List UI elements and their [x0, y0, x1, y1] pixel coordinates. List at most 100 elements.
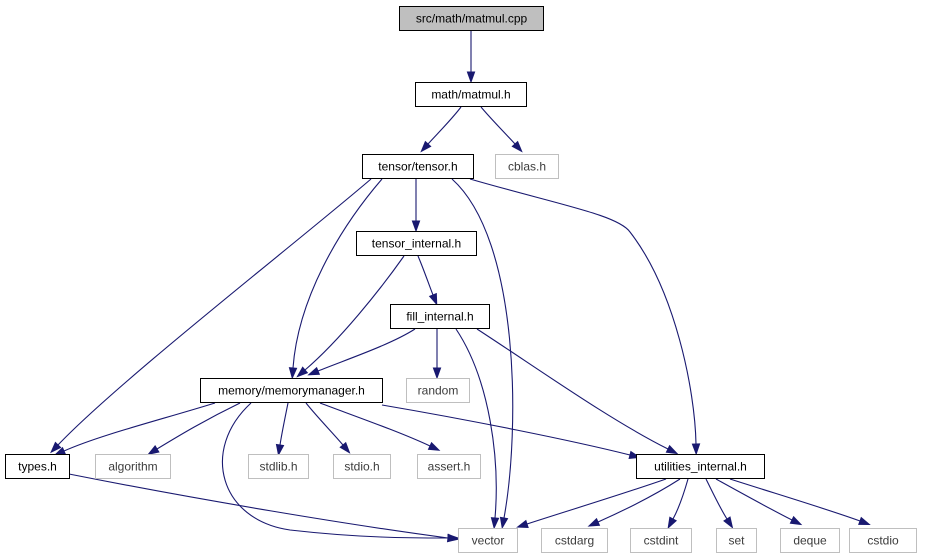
edge-tensor_h-to-vector [451, 178, 514, 530]
edge-line [469, 178, 697, 445]
node-label: cstdarg [555, 534, 594, 548]
arrow-head [665, 444, 679, 455]
node-label: cblas.h [508, 160, 546, 174]
node-box [849, 528, 917, 553]
edge-line [526, 478, 667, 525]
node-matmul-h[interactable]: math/matmul.h [415, 82, 527, 107]
node-stdlib-h: stdlib.h [248, 454, 309, 479]
arrow-head [275, 443, 285, 457]
edge-memorymanager_h-to-stdlib_h [275, 402, 289, 457]
edge-memorymanager_h-to-algorithm [147, 402, 241, 455]
arrow-head [428, 292, 438, 306]
node-box [716, 528, 757, 553]
edge-line [317, 328, 416, 372]
node-matmul-cpp[interactable]: src/math/matmul.cpp [399, 6, 544, 31]
edge-line [427, 106, 462, 145]
node-box [362, 154, 474, 179]
node-deque: deque [780, 528, 840, 553]
node-label: stdlib.h [259, 460, 297, 474]
edge-line [715, 478, 793, 521]
edge-line [417, 255, 434, 296]
arrow-head [432, 367, 442, 380]
edge-line [305, 402, 344, 446]
node-memorymanager-h[interactable]: memory/memorymanager.h [200, 378, 383, 403]
node-box [333, 454, 391, 479]
edge-tensor_h-to-utilities_internal_h [469, 178, 701, 456]
edge-line [304, 255, 405, 371]
edge-fill_internal_h-to-random [432, 329, 442, 380]
edge-tensor_internal_h-to-memorymanager_h [296, 255, 405, 378]
node-label: assert.h [428, 460, 471, 474]
node-set: set [716, 528, 757, 553]
edge-line [480, 106, 516, 145]
node-box [248, 454, 309, 479]
node-label: random [418, 384, 459, 398]
edge-utilities_internal_h-to-cstdint [667, 478, 689, 530]
arrow-head [789, 515, 803, 526]
node-label: tensor/tensor.h [378, 160, 457, 174]
node-box [406, 378, 470, 403]
arrow-head [858, 516, 871, 525]
edge-fill_internal_h-to-vector [455, 328, 500, 530]
edge-line [672, 478, 689, 520]
node-label: cstdio [867, 534, 899, 548]
arrow-head [339, 441, 351, 454]
edge-memorymanager_h-to-stdio_h [305, 402, 351, 454]
node-label: fill_internal.h [406, 310, 473, 324]
node-box [458, 528, 518, 553]
arrow-head [516, 519, 529, 528]
node-cstdint: cstdint [630, 528, 692, 553]
node-label: memory/memorymanager.h [218, 384, 365, 398]
edge-fill_internal_h-to-memorymanager_h [307, 328, 416, 376]
node-box [356, 231, 477, 256]
node-cblas-h: cblas.h [495, 154, 559, 179]
edge-line [279, 402, 289, 446]
node-label: cstdint [644, 534, 679, 548]
node-box [780, 528, 840, 553]
node-vector: vector [458, 528, 518, 553]
node-box [636, 454, 765, 479]
node-box [495, 154, 559, 179]
edge-line [705, 478, 728, 520]
edge-utilities_internal_h-to-set [705, 478, 734, 529]
arrow-head [411, 220, 421, 233]
edge-tensor_h-to-types_h [50, 178, 372, 454]
node-box [415, 82, 527, 107]
node-utilities-internal-h[interactable]: utilities_internal.h [636, 454, 765, 479]
edge-line [729, 478, 861, 522]
edge-utilities_internal_h-to-cstdio [729, 478, 871, 525]
node-tensor-internal-h[interactable]: tensor_internal.h [356, 231, 477, 256]
edge-line [292, 178, 383, 369]
edge-memorymanager_h-to-utilities_internal_h [381, 404, 642, 460]
node-label: utilities_internal.h [654, 460, 747, 474]
arrow-head [446, 533, 460, 543]
node-label: math/matmul.h [431, 88, 510, 102]
edge-utilities_internal_h-to-deque [715, 478, 803, 526]
node-assert-h: assert.h [417, 454, 481, 479]
node-label: vector [472, 534, 505, 548]
node-cstdio: cstdio [849, 528, 917, 553]
edge-memorymanager_h-to-assert_h [319, 402, 441, 451]
node-tensor-h[interactable]: tensor/tensor.h [362, 154, 474, 179]
edge-utilities_internal_h-to-vector [516, 478, 667, 528]
node-label: stdio.h [344, 460, 379, 474]
node-label: deque [793, 534, 827, 548]
arrow-head [723, 516, 734, 529]
node-box [417, 454, 481, 479]
edge-line [476, 328, 669, 450]
arrow-head [427, 441, 441, 451]
node-fill-internal-h[interactable]: fill_internal.h [390, 304, 490, 329]
arrow-head [691, 443, 701, 456]
node-types-h[interactable]: types.h [5, 454, 70, 479]
arrow-head [466, 71, 476, 84]
edge-line [57, 178, 372, 446]
node-label: types.h [18, 460, 57, 474]
arrow-head [420, 140, 432, 153]
edge-line [451, 178, 514, 519]
edge-matmul_cpp-to-matmul_h [466, 31, 476, 84]
node-box [95, 454, 171, 479]
node-box [390, 304, 490, 329]
arrow-head [307, 366, 321, 376]
edge-line [455, 328, 497, 519]
